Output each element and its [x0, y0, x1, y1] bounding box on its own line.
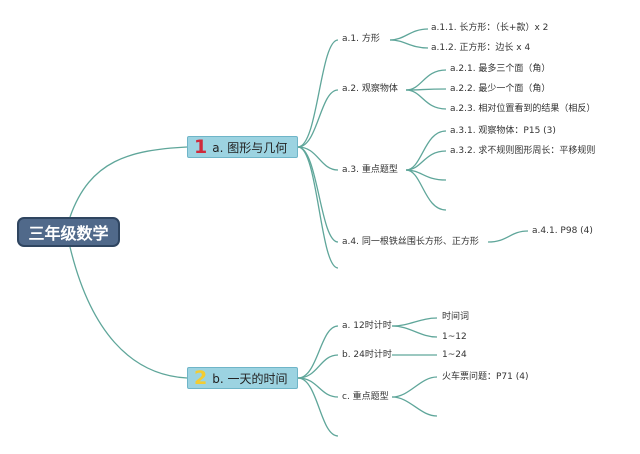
leaf-a2-1[interactable]: a.2.1. 最多三个面（角） [450, 64, 551, 74]
branch-number-badge: 2 [194, 367, 208, 389]
link-a3-4 [405, 169, 447, 211]
link-a3-2 [405, 150, 447, 171]
root-topic[interactable]: 三年级数学 [17, 217, 120, 247]
leaf-ba-2[interactable]: 1~12 [442, 332, 467, 342]
link-a1-2 [389, 39, 429, 49]
leaf-a4-1[interactable]: a.4.1. P98 (4) [532, 226, 593, 236]
branch-topic-geometry[interactable]: 1 a. 图形与几何 [187, 136, 298, 158]
link-ba-2 [391, 325, 438, 338]
leaf-a2-2[interactable]: a.2.2. 最少一个面（角） [450, 84, 551, 94]
link-root-branch-1 [69, 146, 188, 218]
link-a2-1 [405, 69, 447, 91]
link-root-branch-2 [69, 246, 188, 379]
link-a2-3 [405, 89, 447, 110]
leaf-a1-1[interactable]: a.1.1. 长方形：（长+款）x 2 [431, 23, 549, 33]
subtopic-a2[interactable]: a.2. 观察物体 [342, 84, 398, 94]
leaf-a1-2[interactable]: a.1.2. 正方形：边长 x 4 [431, 43, 531, 53]
link-b1-a1 [297, 39, 339, 148]
branch-number-badge: 1 [194, 136, 208, 158]
link-b2-b2 [297, 354, 339, 379]
link-b2-b1 [297, 325, 339, 379]
link-a3-1 [405, 130, 447, 171]
link-bc-1 [391, 376, 438, 398]
link-ba-1 [391, 317, 438, 327]
subtopic-b-b[interactable]: b. 24时计时 [342, 350, 392, 360]
leaf-bc-1[interactable]: 火车票问题：P71 (4) [442, 372, 529, 382]
link-b1-a5 [297, 146, 339, 269]
link-a4-1 [487, 230, 529, 243]
link-a1-1 [389, 28, 429, 41]
link-b2-b4 [297, 377, 339, 437]
subtopic-a1[interactable]: a.1. 方形 [342, 34, 380, 44]
link-bc-2 [391, 396, 438, 417]
leaf-a3-1[interactable]: a.3.1. 观察物体：P15 (3) [450, 126, 556, 136]
leaf-ba-1[interactable]: 时间词 [442, 312, 470, 322]
leaf-a2-3[interactable]: a.2.3. 相对位置看到的结果（相反） [450, 104, 596, 114]
link-b1-a2 [297, 89, 339, 148]
link-b2-b3 [297, 377, 339, 398]
leaf-bb-1[interactable]: 1~24 [442, 350, 467, 360]
branch-label: a. 图形与几何 [212, 140, 288, 155]
link-b1-a3 [297, 146, 339, 171]
leaf-a3-2[interactable]: a.3.2. 求不规则图形周长：平移规则 [450, 146, 596, 156]
subtopic-a3[interactable]: a.3. 重点题型 [342, 165, 398, 175]
branch-topic-time[interactable]: 2 b. 一天的时间 [187, 367, 298, 389]
subtopic-b-a[interactable]: a. 12时计时 [342, 321, 392, 331]
branch-label: b. 一天的时间 [212, 371, 288, 386]
subtopic-b-c[interactable]: c. 重点题型 [342, 392, 389, 402]
link-b1-a4 [297, 146, 339, 243]
subtopic-a4[interactable]: a.4. 同一根铁丝围长方形、正方形 [342, 237, 479, 247]
